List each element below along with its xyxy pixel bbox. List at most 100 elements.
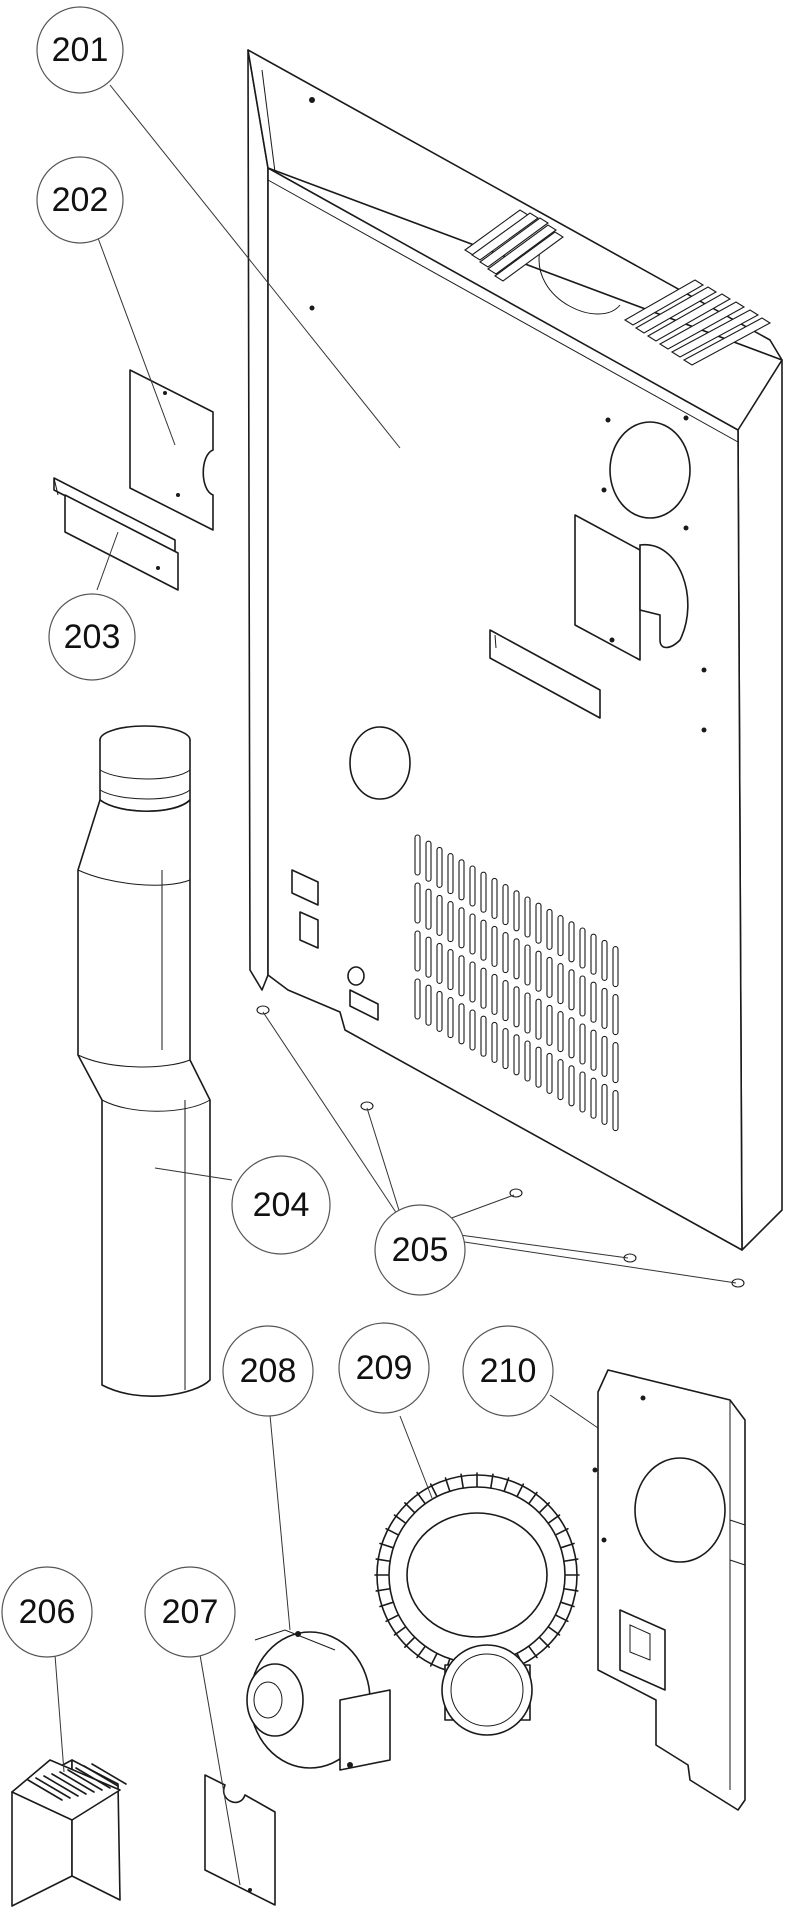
housing-fin xyxy=(516,1483,525,1498)
louver-slot xyxy=(425,840,432,882)
housing-fin xyxy=(404,1502,416,1514)
louver-slot xyxy=(414,834,421,876)
callout-208-label: 208 xyxy=(240,1352,297,1390)
housing-fin xyxy=(393,1514,407,1525)
louver-slot xyxy=(535,950,542,992)
cover-louver-line xyxy=(91,1763,127,1785)
housing-fin xyxy=(429,1483,438,1498)
louver-slot xyxy=(425,888,432,930)
housing-fin xyxy=(385,1614,400,1623)
housing-fin xyxy=(460,1473,465,1489)
housing-fin xyxy=(547,1625,561,1636)
housing-fin xyxy=(375,1558,391,1563)
louver-slot xyxy=(579,975,586,1017)
louver-slot xyxy=(469,913,476,955)
housing-fin xyxy=(379,1601,395,1608)
louver-slot xyxy=(480,967,487,1009)
cover-louver-line xyxy=(75,1767,111,1789)
housing-fin xyxy=(444,1477,451,1493)
louver-slot xyxy=(590,1029,597,1071)
panel-circular-openings xyxy=(347,421,691,986)
louver-slot xyxy=(491,973,498,1015)
part-207-bracket-plate xyxy=(204,1774,276,1906)
louver-slot xyxy=(568,921,575,963)
callout-202-label: 202 xyxy=(52,181,109,219)
part-210-mounting-plate xyxy=(592,1369,746,1811)
louver-slot xyxy=(590,933,597,975)
louver-slot xyxy=(612,1042,619,1084)
callout-207: 207 xyxy=(144,1566,236,1658)
callout-206-label: 206 xyxy=(19,1593,76,1631)
housing-fin xyxy=(489,1473,494,1489)
louver-slot xyxy=(458,907,465,949)
louver-slot xyxy=(469,1009,476,1051)
louver-slot xyxy=(546,1052,553,1094)
louver-slot xyxy=(612,1090,619,1132)
louver-slot xyxy=(425,984,432,1026)
housing-fin xyxy=(404,1636,416,1648)
cover-louver-line xyxy=(43,1775,79,1797)
louver-slot xyxy=(546,908,553,950)
louver-slot xyxy=(513,890,520,932)
callout-209: 209 xyxy=(338,1322,430,1414)
part-201-back-panel xyxy=(247,49,783,1251)
louver-slot xyxy=(436,894,443,936)
part-203-bracket xyxy=(53,477,179,591)
housing-fin xyxy=(527,1645,538,1659)
louver-slot xyxy=(568,1017,575,1059)
part-205-clips xyxy=(256,1005,745,1288)
louver-slot xyxy=(414,930,421,972)
part-202-cover-plate xyxy=(129,369,214,531)
callout-206: 206 xyxy=(1,1566,93,1658)
louver-slot xyxy=(557,1011,564,1053)
top-louvers xyxy=(464,209,772,366)
louver-slot xyxy=(469,961,476,1003)
louver-slot xyxy=(436,990,443,1032)
housing-fin xyxy=(393,1625,407,1636)
louver-slot xyxy=(535,1046,542,1088)
part-209-fan-housing xyxy=(374,1472,580,1736)
callout-208: 208 xyxy=(222,1325,314,1417)
louver-slot xyxy=(447,901,454,943)
louver-slot xyxy=(502,884,509,926)
callout-201: 201 xyxy=(36,6,124,94)
housing-fin xyxy=(527,1491,538,1505)
louver-slot xyxy=(447,997,454,1039)
cover-louver-line xyxy=(27,1779,63,1801)
louver-slot xyxy=(590,981,597,1023)
louver-slot xyxy=(546,1004,553,1046)
lower-louver-grid xyxy=(414,834,619,1132)
louver-slot xyxy=(535,998,542,1040)
louver-slot xyxy=(480,919,487,961)
housing-fin xyxy=(538,1502,550,1514)
louver-slot xyxy=(469,865,476,907)
louver-slot xyxy=(524,1040,531,1082)
louver-slot xyxy=(502,980,509,1022)
louver-slot xyxy=(414,978,421,1020)
cover-louvers xyxy=(27,1763,127,1801)
louver-slot xyxy=(557,963,564,1005)
louver-slot xyxy=(557,1059,564,1101)
callout-207-label: 207 xyxy=(162,1593,219,1631)
housing-fin xyxy=(429,1652,438,1667)
louver-slot xyxy=(458,1003,465,1045)
louver-slot xyxy=(458,859,465,901)
louver-slot xyxy=(447,853,454,895)
housing-fin xyxy=(379,1542,395,1549)
housing-fin xyxy=(563,1558,579,1563)
cover-louver-line xyxy=(59,1771,95,1793)
louver-slot xyxy=(414,882,421,924)
louver-slot xyxy=(502,1028,509,1070)
callout-204: 204 xyxy=(231,1155,331,1255)
callout-205-label: 205 xyxy=(392,1231,449,1269)
callout-203-label: 203 xyxy=(64,618,121,656)
louver-slot xyxy=(612,994,619,1036)
louver-slot xyxy=(425,936,432,978)
housing-fin xyxy=(554,1527,569,1536)
housing-fin xyxy=(559,1601,575,1608)
housing-fin xyxy=(503,1477,510,1493)
callout-204-label: 204 xyxy=(253,1186,310,1224)
louver-slot xyxy=(513,938,520,980)
housing-fin xyxy=(375,1587,391,1592)
